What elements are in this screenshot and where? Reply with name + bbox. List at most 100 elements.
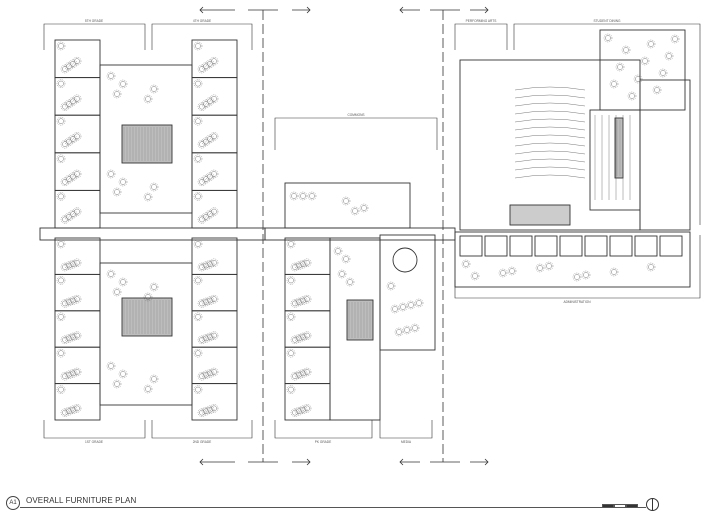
chairs <box>209 295 219 304</box>
chairs <box>581 270 591 280</box>
chairs <box>341 254 351 264</box>
auditorium-seating-row <box>514 142 586 147</box>
round-table <box>74 259 80 266</box>
office <box>484 235 508 257</box>
chairs <box>118 369 128 379</box>
round-table <box>288 241 294 247</box>
round-table <box>58 350 64 357</box>
chairs <box>60 262 70 272</box>
auditorium-seating-row <box>514 126 586 131</box>
round-table <box>70 98 76 105</box>
round-table <box>70 261 76 268</box>
office <box>459 235 483 257</box>
chairs <box>56 349 66 358</box>
auditorium <box>459 59 641 231</box>
classroom <box>54 310 101 348</box>
chairs <box>72 94 82 104</box>
round-table <box>352 208 358 214</box>
chairs <box>112 379 122 389</box>
round-table <box>537 265 543 271</box>
chairs <box>535 263 545 273</box>
round-table <box>199 178 205 185</box>
round-table <box>291 193 297 199</box>
round-table <box>361 205 367 211</box>
round-table <box>203 262 209 269</box>
stage <box>509 204 571 226</box>
round-table <box>151 86 157 92</box>
round-table <box>66 213 72 220</box>
round-table <box>62 103 68 110</box>
chairs <box>664 51 674 61</box>
round-table <box>207 297 213 304</box>
round-table <box>58 313 64 320</box>
label-performing-arts: PERFORMING ARTS <box>466 19 497 23</box>
dining-room <box>599 29 686 111</box>
chairs <box>201 407 211 416</box>
chairs <box>60 372 70 381</box>
round-table <box>66 63 72 70</box>
round-table <box>195 350 201 357</box>
classroom <box>191 310 238 348</box>
classroom <box>191 237 238 275</box>
round-table <box>500 270 506 276</box>
round-table <box>296 335 302 342</box>
chairs <box>143 292 153 302</box>
round-table <box>120 81 126 87</box>
round-table <box>195 118 201 124</box>
round-table <box>145 96 151 102</box>
chairs <box>658 68 668 78</box>
round-table <box>62 264 68 270</box>
chairs <box>298 369 308 378</box>
chairs <box>290 408 300 417</box>
chairs <box>345 277 355 287</box>
chairs <box>621 45 631 55</box>
chairs <box>209 57 219 66</box>
chairs <box>209 331 219 340</box>
round-table <box>642 58 648 64</box>
shared-learning-area <box>99 262 193 406</box>
round-table <box>195 155 201 162</box>
round-table <box>151 376 157 382</box>
classroom <box>284 273 331 312</box>
round-table <box>211 405 217 412</box>
chairs <box>56 385 66 394</box>
chairs <box>646 39 656 49</box>
chairs <box>209 207 219 216</box>
round-table <box>546 263 552 269</box>
auditorium-seating-row <box>514 110 586 115</box>
chairs <box>197 335 207 344</box>
round-table <box>70 211 76 217</box>
round-table <box>66 101 72 107</box>
chairs <box>60 408 70 417</box>
chairs <box>68 296 78 305</box>
round-table <box>62 336 68 343</box>
chairs <box>56 79 66 88</box>
chairs <box>298 296 308 305</box>
round-table <box>74 405 80 412</box>
chairs <box>56 116 66 126</box>
lab-room <box>121 297 173 337</box>
chairs <box>197 372 207 381</box>
round-table <box>648 264 654 270</box>
chairs <box>498 268 508 278</box>
round-table <box>292 373 298 380</box>
round-table <box>195 80 201 87</box>
chairs <box>72 404 82 413</box>
round-table <box>292 300 298 307</box>
round-table <box>66 371 72 378</box>
chairs <box>201 370 211 379</box>
chairs <box>149 374 159 384</box>
chairs <box>193 79 203 88</box>
round-table <box>509 268 515 274</box>
round-table <box>195 277 201 284</box>
chairs <box>193 192 203 201</box>
chairs <box>112 89 122 99</box>
chairs <box>633 74 643 84</box>
round-table <box>195 43 201 49</box>
round-table <box>66 262 72 269</box>
label-media: MEDIA <box>401 440 412 444</box>
round-table <box>611 269 617 275</box>
chairs <box>64 261 74 270</box>
office <box>584 235 608 257</box>
